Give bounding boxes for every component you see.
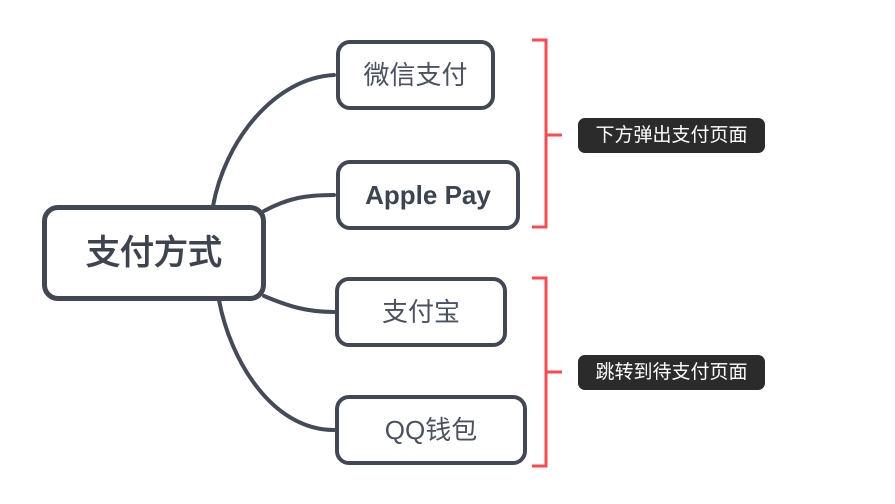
annotation-redirect-pending-page-label: 跳转到待支付页面 <box>595 362 748 383</box>
annotation-popup-payment-page-label: 下方弹出支付页面 <box>595 125 748 146</box>
node-wechat-pay[interactable]: 微信支付 <box>336 40 495 110</box>
annotation-popup-payment-page[interactable]: 下方弹出支付页面 <box>578 118 765 153</box>
node-apple-pay[interactable]: Apple Pay <box>336 160 520 230</box>
edge-root-to-apple <box>262 193 336 213</box>
edge-root-to-qq <box>217 298 336 432</box>
node-qq-wallet-label: QQ钱包 <box>384 415 478 445</box>
node-alipay[interactable]: 支付宝 <box>335 277 507 347</box>
node-wechat-pay-label: 微信支付 <box>363 60 468 90</box>
node-alipay-label: 支付宝 <box>381 297 460 327</box>
node-qq-wallet[interactable]: QQ钱包 <box>335 395 527 465</box>
edge-root-to-wechat <box>211 73 336 208</box>
root-node-payment-method[interactable]: 支付方式 <box>42 205 266 301</box>
bracket-top-group <box>532 38 548 229</box>
annotation-redirect-pending-page[interactable]: 跳转到待支付页面 <box>578 355 765 390</box>
edge-root-to-alipay <box>262 294 336 314</box>
root-node-label: 支付方式 <box>86 234 222 272</box>
bracket-bottom-group <box>532 276 548 468</box>
node-apple-pay-label: Apple Pay <box>365 180 491 210</box>
